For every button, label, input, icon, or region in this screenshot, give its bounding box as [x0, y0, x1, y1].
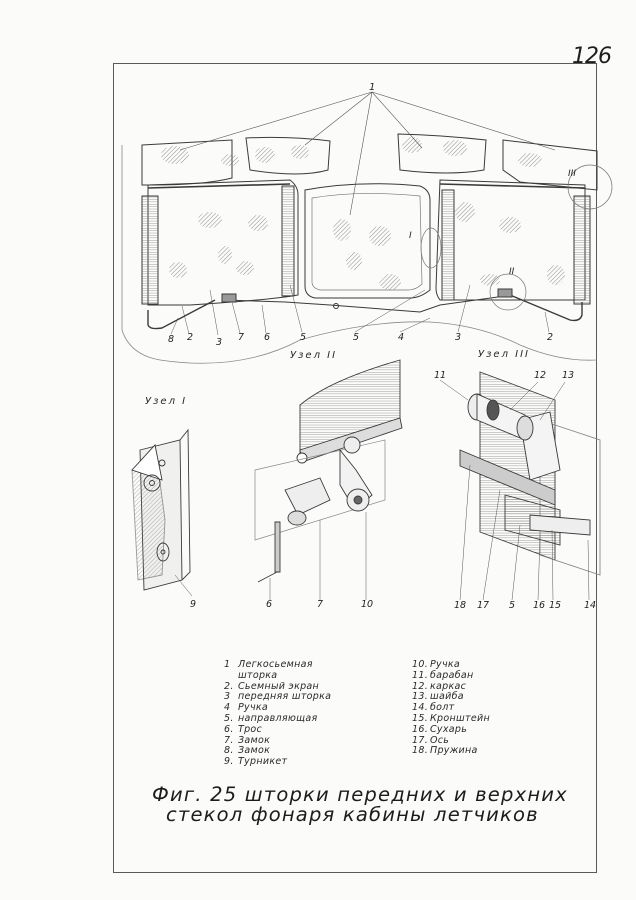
- legend-item: 16.Сухарь: [412, 723, 468, 735]
- upper-panel-right: [502, 139, 598, 191]
- detail-view-III: [439, 371, 601, 601]
- callout-2-left: 2: [187, 332, 193, 343]
- lock-right: [497, 288, 513, 298]
- detail-title-I: Узел I: [145, 396, 188, 407]
- detail-marker-III: III: [568, 169, 576, 179]
- detail-marker-circle-I: [420, 227, 442, 269]
- detail-title-III: Узел III: [478, 349, 530, 360]
- side-rail-left-outer: [141, 195, 159, 305]
- callout-3-right: 3: [455, 332, 461, 343]
- glass-shading: [161, 137, 565, 290]
- legend-item: 12.каркас: [412, 680, 467, 692]
- detail-I-callout-9: 9: [190, 599, 196, 610]
- legend-item: 5.направляющая: [224, 712, 318, 724]
- legend-item: 9.Турникет: [224, 756, 288, 768]
- callout-5-left: 5: [300, 332, 306, 343]
- page-number: 126: [572, 44, 612, 69]
- detail-marker-circle-III: [567, 164, 613, 210]
- lock-left: [221, 293, 237, 303]
- detail-III-callout-16: 16: [533, 600, 545, 611]
- legend-item-continuation: шторка: [238, 669, 278, 681]
- legend-item: 14.болт: [412, 702, 455, 714]
- detail-III-callout-5: 5: [509, 600, 515, 611]
- canopy-outline: [121, 145, 598, 364]
- legend-item: 18.Пружина: [412, 745, 478, 757]
- page-frame: [113, 63, 597, 873]
- main-bottom-callouts: 8 2 3 7 6 5 5 4 3 2: [168, 332, 553, 348]
- caption-line-2: стекол фонаря кабины летчиков: [166, 803, 539, 826]
- upper-panel-mid-left: [245, 136, 331, 175]
- legend-item: 10.Ручка: [412, 659, 461, 670]
- detail-III-callout-17: 17: [477, 600, 489, 611]
- detail-view-I: [131, 428, 193, 597]
- detail-marker-I: I: [409, 231, 412, 241]
- cable: [224, 295, 506, 313]
- detail-view-II: [254, 359, 403, 600]
- legend-item: 11.барабан: [412, 669, 474, 681]
- callout-4: 4: [398, 332, 404, 343]
- upper-panel-left: [141, 139, 233, 186]
- caption-line-1: Фиг. 25 шторки передних и верхних: [152, 783, 568, 806]
- detail-III-callout-13: 13: [562, 370, 574, 381]
- detail-marker-circle-II: [489, 273, 527, 311]
- detail-III-callout-14: 14: [584, 600, 596, 611]
- legend-right: 10.Ручка 11.барабан 12.каркас 13.шайба 1…: [412, 659, 490, 757]
- detail-II-callout-10: 10: [361, 599, 373, 610]
- side-rail-left-inner: [281, 185, 295, 297]
- legend-item: 6.Трос: [224, 723, 263, 735]
- legend-item: 2.Сьемный экран: [224, 680, 320, 692]
- legend-item: 15.Кронштейн: [412, 712, 490, 724]
- callout-3-left: 3: [216, 337, 222, 348]
- side-rail-right-inner: [441, 189, 455, 301]
- detail-II-callout-7: 7: [317, 599, 323, 610]
- detail-III-callout-11: 11: [434, 370, 446, 381]
- figure-caption: Фиг. 25 шторки передних и верхних стекол…: [140, 785, 600, 825]
- legend-item: 7.Замок: [224, 734, 271, 746]
- main-canopy-view: [121, 91, 613, 364]
- callout-1-leaders: [179, 91, 556, 216]
- front-window-center: [304, 183, 431, 299]
- detail-III-callout-15: 15: [549, 600, 561, 611]
- guide-rail: [147, 299, 216, 330]
- legend-item: 17.Ось: [412, 734, 450, 746]
- side-rail-right-outer: [573, 195, 591, 305]
- callout-1: 1: [369, 82, 375, 93]
- legend-item: 8.Замок: [224, 745, 271, 757]
- callout-5-right: 5: [353, 332, 359, 343]
- detail-II-callout-6: 6: [266, 599, 272, 610]
- detail-title-II: Узел II: [290, 350, 338, 361]
- callout-8: 8: [168, 334, 174, 345]
- front-window-right: [435, 179, 586, 301]
- legend-item: 13.шайба: [412, 691, 464, 703]
- detail-III-callout-18: 18: [454, 600, 466, 611]
- detail-marker-II: II: [509, 267, 515, 277]
- upper-panel-mid-right: [397, 133, 487, 174]
- detail-III-callout-12: 12: [534, 370, 546, 381]
- guide-rail-right: [509, 294, 583, 322]
- front-window-left: [147, 179, 299, 306]
- callout-6: 6: [264, 332, 270, 343]
- callout-2-right: 2: [547, 332, 553, 343]
- callout-7: 7: [238, 332, 244, 343]
